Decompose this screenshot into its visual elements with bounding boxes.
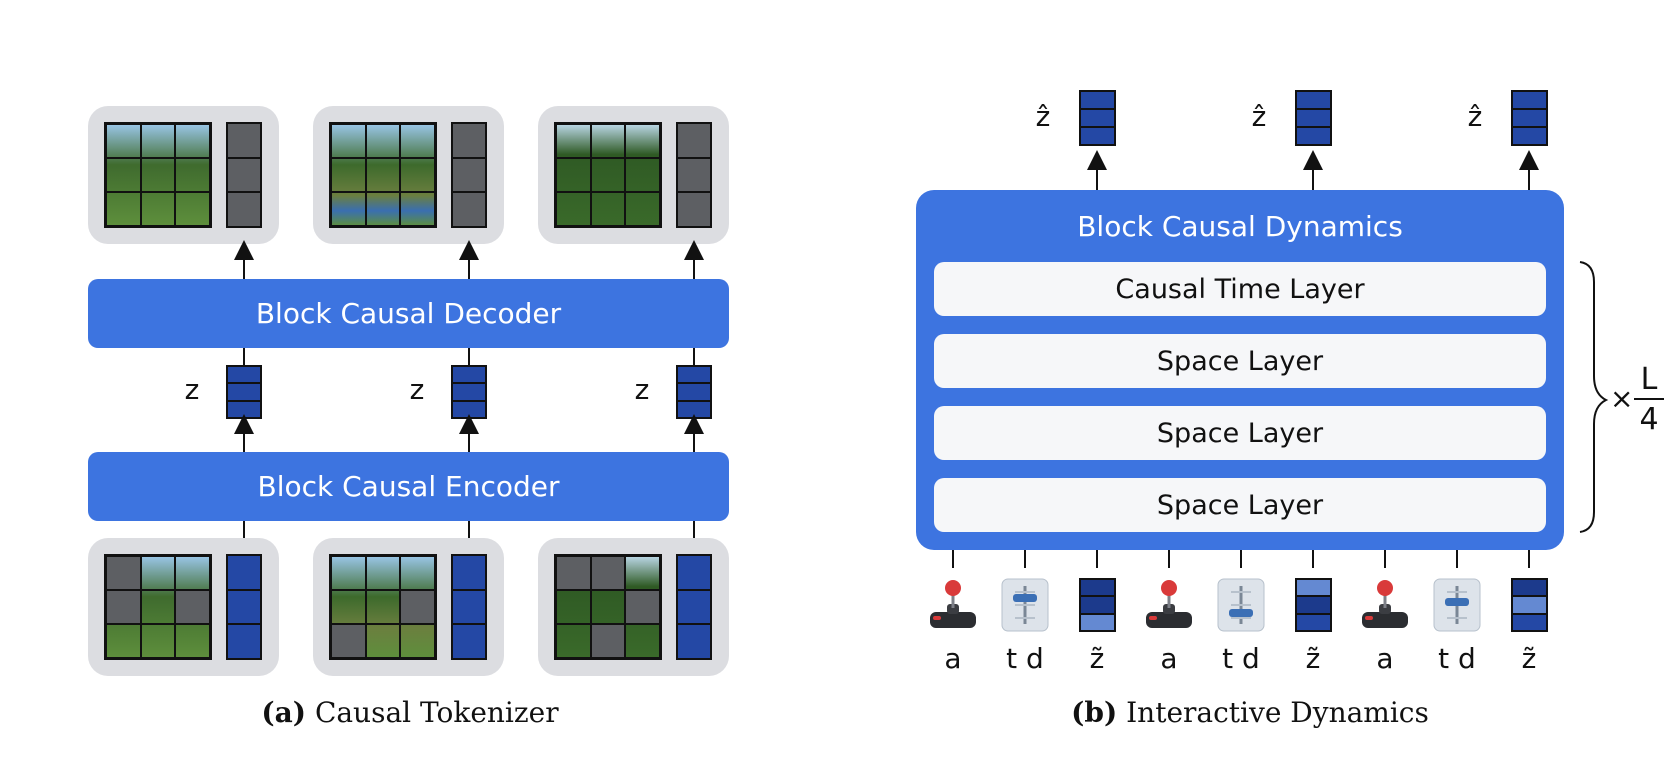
input-label-time-distance: t d [1006, 642, 1044, 675]
input-label-noisy-latent: z̃ [1521, 642, 1537, 675]
caption-prefix: (a) [261, 696, 307, 729]
reconstructed-frame-image [104, 122, 212, 228]
decoded-token-gray [226, 122, 262, 228]
block-causal-encoder: Block Causal Encoder [88, 452, 729, 521]
caption-text: Causal Tokenizer [314, 696, 559, 729]
reconstructed-frame-image [554, 122, 662, 228]
caption-prefix: (b) [1071, 696, 1118, 729]
dynamics-label: Block Causal Dynamics [1077, 210, 1403, 243]
input-label-action: a [944, 642, 962, 675]
caption-interactive-dynamics: (b) Interactive Dynamics [1000, 696, 1500, 729]
output-zhat-label: ẑ [1467, 100, 1483, 133]
latent-token [226, 365, 262, 419]
repeat-denominator: 4 [1639, 402, 1659, 437]
predicted-token [1295, 90, 1332, 146]
latent-z-label: z [409, 373, 425, 406]
reconstructed-frame-image [329, 122, 437, 228]
masked-input-frame-image [329, 554, 437, 660]
predicted-token [1511, 90, 1548, 146]
input-label-noisy-latent: z̃ [1305, 642, 1321, 675]
space-layer: Space Layer [934, 334, 1546, 388]
space-layer: Space Layer [934, 478, 1546, 532]
input-token-blue [676, 554, 712, 660]
space-layer: Space Layer [934, 406, 1546, 460]
repeat-numerator: L [1640, 362, 1658, 397]
caption-text: Interactive Dynamics [1126, 696, 1429, 729]
noisy-token-icon [1079, 578, 1116, 632]
slider-icon [1001, 578, 1049, 632]
decoded-token-gray [451, 122, 487, 228]
noisy-token-icon [1295, 578, 1332, 632]
input-token-blue [451, 554, 487, 660]
joystick-icon [1359, 578, 1411, 632]
input-label-action: a [1376, 642, 1394, 675]
input-token-blue [226, 554, 262, 660]
input-label-action: a [1160, 642, 1178, 675]
input-label-noisy-latent: z̃ [1089, 642, 1105, 675]
noisy-token-icon [1511, 578, 1548, 632]
decoded-token-gray [676, 122, 712, 228]
input-label-time-distance: t d [1222, 642, 1260, 675]
latent-token [451, 365, 487, 419]
slider-icon [1433, 578, 1481, 632]
output-zhat-label: ẑ [1035, 100, 1051, 133]
decoder-label: Block Causal Decoder [255, 297, 562, 330]
joystick-icon [927, 578, 979, 632]
block-causal-decoder: Block Causal Decoder [88, 279, 729, 348]
masked-input-frame-image [104, 554, 212, 660]
predicted-token [1079, 90, 1116, 146]
input-label-time-distance: t d [1438, 642, 1476, 675]
caption-causal-tokenizer: (a) Causal Tokenizer [150, 696, 670, 729]
output-zhat-label: ẑ [1251, 100, 1267, 133]
joystick-icon [1143, 578, 1195, 632]
causal-time-layer: Causal Time Layer [934, 262, 1546, 316]
latent-z-label: z [634, 373, 650, 406]
slider-icon [1217, 578, 1265, 632]
repeat-multiplier: × [1610, 382, 1634, 415]
masked-input-frame-image [554, 554, 662, 660]
latent-z-label: z [184, 373, 200, 406]
encoder-label: Block Causal Encoder [257, 470, 560, 503]
